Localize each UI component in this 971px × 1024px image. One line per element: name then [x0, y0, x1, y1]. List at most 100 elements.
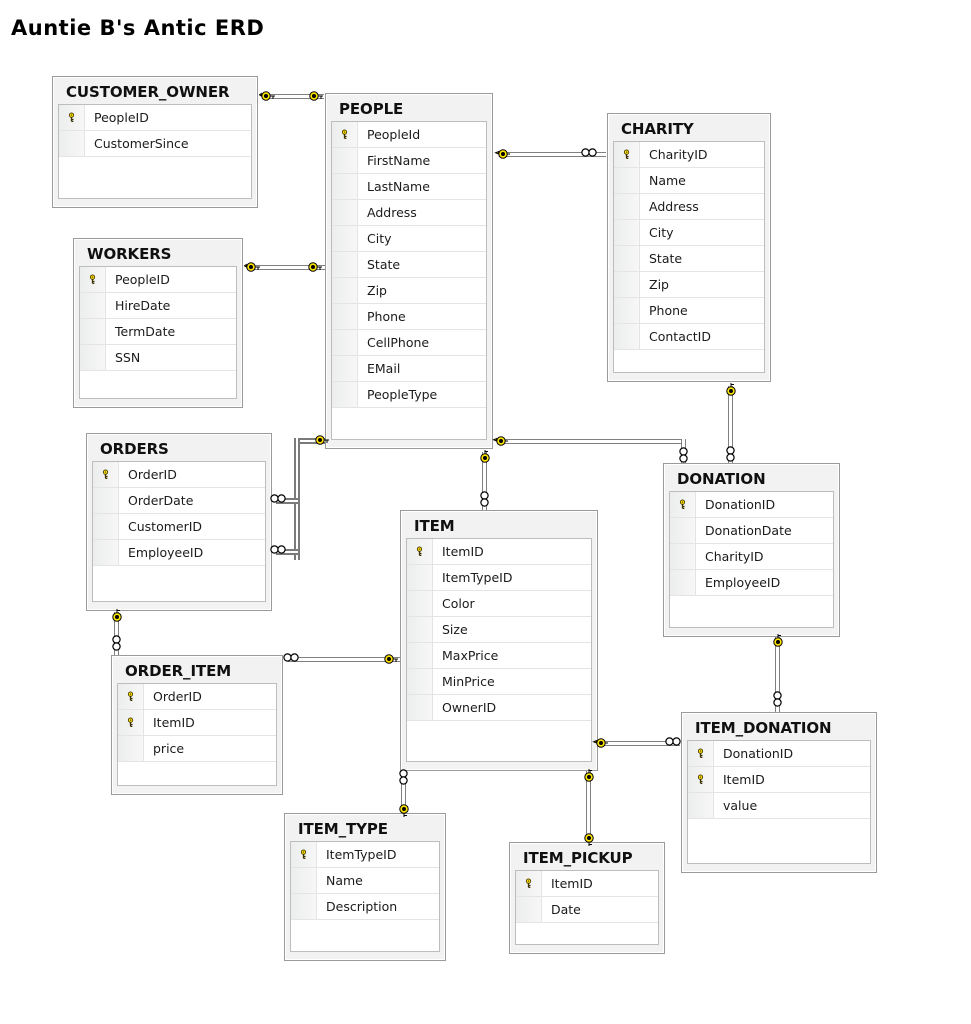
attribute-row[interactable]: CharityID: [614, 142, 764, 168]
attribute-row[interactable]: Zip: [332, 278, 486, 304]
attribute-name: CustomerSince: [94, 136, 189, 151]
primary-key-gutter: [688, 767, 714, 792]
attribute-row[interactable]: Phone: [332, 304, 486, 330]
attribute-gutter: [118, 736, 144, 761]
attribute-row[interactable]: PeopleId: [332, 122, 486, 148]
attribute-row[interactable]: OrderDate: [93, 488, 265, 514]
connector-people-charity: [502, 152, 606, 157]
attribute-row[interactable]: ItemID: [516, 871, 658, 897]
attribute-row[interactable]: Zip: [614, 272, 764, 298]
attribute-gutter: [332, 382, 358, 407]
attribute-name: Zip: [649, 277, 669, 292]
attribute-row[interactable]: TermDate: [80, 319, 236, 345]
attribute-row[interactable]: SSN: [80, 345, 236, 371]
attribute-row[interactable]: State: [332, 252, 486, 278]
attribute-row[interactable]: CustomerSince: [59, 131, 251, 157]
relationship-key-icon: [480, 450, 490, 463]
connector-item-item_pickup: [586, 771, 591, 843]
attribute-row[interactable]: LastName: [332, 174, 486, 200]
attribute-row[interactable]: Name: [291, 868, 439, 894]
attribute-row[interactable]: Address: [614, 194, 764, 220]
attribute-row[interactable]: ItemTypeID: [291, 842, 439, 868]
attribute-row[interactable]: State: [614, 246, 764, 272]
primary-key-gutter: [614, 142, 640, 167]
attribute-name: DonationDate: [705, 523, 792, 538]
attribute-name: MaxPrice: [442, 648, 499, 663]
attribute-row[interactable]: DonationID: [688, 741, 870, 767]
attribute-row[interactable]: price: [118, 736, 276, 762]
attribute-row[interactable]: PeopleID: [59, 105, 251, 131]
attribute-row[interactable]: FirstName: [332, 148, 486, 174]
attribute-gutter: [291, 868, 317, 893]
attribute-row[interactable]: MinPrice: [407, 669, 591, 695]
attribute-row[interactable]: ItemTypeID: [407, 565, 591, 591]
primary-key-gutter: [118, 710, 144, 735]
attribute-row[interactable]: Phone: [614, 298, 764, 324]
attribute-name: FirstName: [367, 153, 431, 168]
relationship-many-icon: [679, 447, 688, 463]
attribute-row[interactable]: CellPhone: [332, 330, 486, 356]
relationship-key-icon: [259, 91, 275, 101]
attribute-name: Phone: [649, 303, 688, 318]
entity-title: WORKERS: [87, 245, 172, 263]
attribute-name: ItemID: [442, 544, 484, 559]
attribute-name: OrderID: [153, 689, 202, 704]
attribute-row[interactable]: City: [614, 220, 764, 246]
attribute-row[interactable]: PeopleID: [80, 267, 236, 293]
attribute-name: HireDate: [115, 298, 171, 313]
relationship-key-icon: [492, 436, 508, 446]
attribute-row[interactable]: PeopleType: [332, 382, 486, 408]
attribute-row[interactable]: Date: [516, 897, 658, 923]
attribute-row[interactable]: DonationDate: [670, 518, 833, 544]
attribute-row[interactable]: EmployeeID: [93, 540, 265, 566]
attribute-gutter: [614, 168, 640, 193]
attribute-row[interactable]: City: [332, 226, 486, 252]
attribute-row[interactable]: Color: [407, 591, 591, 617]
attribute-name: value: [723, 798, 758, 813]
attribute-row[interactable]: ItemID: [407, 539, 591, 565]
attribute-name: ItemTypeID: [326, 847, 397, 862]
attribute-row[interactable]: ItemID: [688, 767, 870, 793]
attribute-name: price: [153, 741, 185, 756]
attribute-row[interactable]: Size: [407, 617, 591, 643]
attribute-row[interactable]: MaxPrice: [407, 643, 591, 669]
attribute-row[interactable]: EMail: [332, 356, 486, 382]
attribute-gutter: [614, 220, 640, 245]
attribute-row[interactable]: OrderID: [118, 684, 276, 710]
attribute-gutter: [332, 278, 358, 303]
attribute-row[interactable]: value: [688, 793, 870, 819]
attribute-row[interactable]: CharityID: [670, 544, 833, 570]
attribute-row[interactable]: OwnerID: [407, 695, 591, 721]
attribute-row[interactable]: OrderID: [93, 462, 265, 488]
attribute-gutter: [332, 330, 358, 355]
attribute-name: ItemID: [723, 772, 765, 787]
attribute-row[interactable]: DonationID: [670, 492, 833, 518]
attribute-row[interactable]: Name: [614, 168, 764, 194]
connector-people-orders-branch-top: [276, 498, 298, 504]
relationship-key-icon: [584, 769, 594, 782]
attribute-row[interactable]: Address: [332, 200, 486, 226]
attribute-row[interactable]: CustomerID: [93, 514, 265, 540]
relationship-key-icon: [773, 634, 783, 647]
attribute-gutter: [614, 272, 640, 297]
attribute-row[interactable]: Description: [291, 894, 439, 920]
relationship-key-icon: [592, 738, 608, 748]
attribute-gutter: [688, 793, 714, 818]
attribute-row[interactable]: HireDate: [80, 293, 236, 319]
attribute-row[interactable]: EmployeeID: [670, 570, 833, 596]
attribute-name: City: [649, 225, 674, 240]
attribute-row[interactable]: ItemID: [118, 710, 276, 736]
attribute-row[interactable]: ContactID: [614, 324, 764, 350]
